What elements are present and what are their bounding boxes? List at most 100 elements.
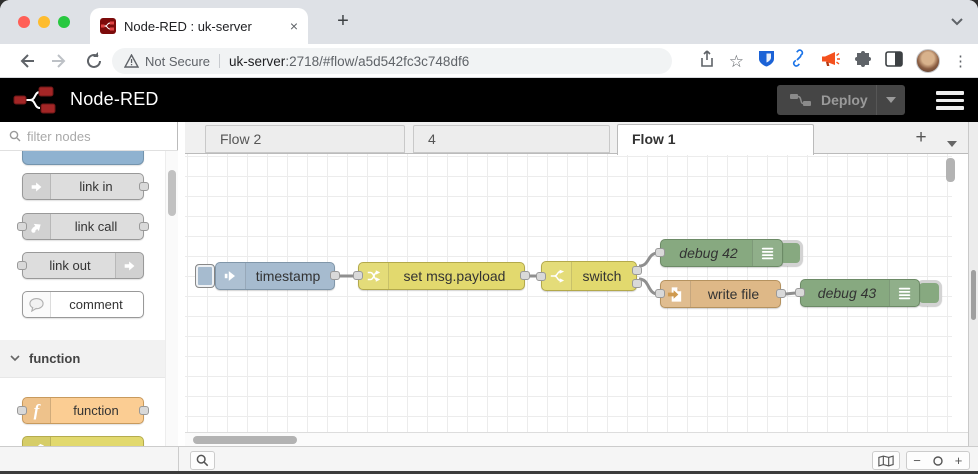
input-port[interactable] — [353, 271, 363, 280]
input-port[interactable] — [17, 222, 27, 231]
bitwarden-extension-icon[interactable] — [757, 49, 776, 73]
palette-scrollbar-thumb[interactable] — [168, 170, 176, 216]
share-icon[interactable] — [698, 49, 716, 73]
palette-category-function[interactable]: function — [0, 340, 165, 378]
new-tab-button[interactable]: + — [337, 10, 349, 32]
node-write-file[interactable]: write file — [655, 280, 786, 308]
deploy-label: Deploy — [821, 92, 868, 108]
palette-node-link-call[interactable]: link call — [17, 213, 149, 240]
workspace: Flow 2 4 Flow 1 + — [185, 122, 968, 474]
chevron-down-icon — [10, 355, 20, 362]
output-port[interactable] — [139, 222, 149, 231]
editor-main: link in link call link out — [0, 122, 978, 474]
node-change-set-msg-payload[interactable]: set msg.payload — [353, 262, 530, 290]
output-port-1[interactable] — [632, 266, 642, 275]
palette-search[interactable] — [0, 122, 178, 151]
node-switch[interactable]: switch — [536, 261, 642, 291]
address-bar[interactable]: Not Secure uk-server :2718/#flow/a5d542f… — [112, 48, 672, 74]
extensions-puzzle-icon[interactable] — [854, 50, 872, 73]
deploy-icon — [789, 92, 813, 108]
palette-scrollbar[interactable] — [165, 151, 178, 448]
output-port[interactable] — [139, 182, 149, 191]
window-zoom-button[interactable] — [58, 16, 70, 28]
palette-node-link-out[interactable]: link out — [17, 252, 144, 279]
browser-menu-icon[interactable]: ⋮ — [953, 52, 968, 70]
canvas-horizontal-scrollbar[interactable] — [185, 432, 968, 446]
inject-trigger-button[interactable] — [195, 264, 215, 288]
megaphone-extension-icon[interactable] — [821, 50, 841, 73]
palette-node-link-in[interactable]: link in — [22, 173, 149, 200]
navigator-map-button[interactable] — [872, 451, 900, 470]
output-port[interactable] — [776, 289, 786, 298]
input-port[interactable] — [795, 288, 805, 297]
profile-avatar[interactable] — [916, 49, 940, 73]
search-icon — [196, 454, 209, 467]
palette-node-function[interactable]: f function — [17, 397, 149, 424]
tab-flow-2[interactable]: Flow 2 — [205, 125, 405, 153]
vertical-scrollbar-thumb[interactable] — [946, 158, 955, 182]
input-port[interactable] — [17, 406, 27, 415]
browser-toolbar: Not Secure uk-server :2718/#flow/a5d542f… — [0, 44, 978, 78]
tab-flow-4[interactable]: 4 — [413, 125, 610, 153]
palette-node-comment[interactable]: comment — [22, 291, 144, 318]
search-icon — [9, 130, 21, 142]
debug-output-icon — [752, 240, 782, 266]
palette-splitter[interactable] — [178, 122, 185, 446]
output-port[interactable] — [330, 271, 340, 280]
node-inject-timestamp[interactable]: timestamp — [215, 262, 340, 290]
add-flow-button[interactable]: + — [915, 127, 927, 148]
not-secure-warning-icon[interactable] — [124, 54, 139, 68]
browser-tabstrip: Node-RED : uk-server × + — [0, 0, 978, 44]
window-close-button[interactable] — [18, 16, 30, 28]
footer-divider — [178, 447, 179, 474]
palette-search-input[interactable] — [27, 128, 157, 144]
palette-node-partial[interactable] — [22, 151, 144, 165]
input-port[interactable] — [536, 272, 546, 281]
map-icon — [878, 454, 894, 467]
output-port[interactable] — [520, 271, 530, 280]
input-port[interactable] — [655, 248, 665, 257]
tab-search-chevron-icon[interactable] — [950, 13, 964, 31]
node-debug-42[interactable]: debug 42 — [655, 239, 783, 267]
output-port[interactable] — [139, 406, 149, 415]
flow-tab-bar: Flow 2 4 Flow 1 + — [185, 122, 968, 155]
tab-flow-1-active[interactable]: Flow 1 — [617, 124, 814, 155]
change-icon — [359, 263, 389, 289]
reload-icon[interactable] — [84, 51, 104, 71]
file-in-icon — [661, 281, 691, 307]
deploy-button[interactable]: Deploy — [777, 85, 905, 115]
canvas-vertical-scrollbar[interactable] — [945, 156, 956, 432]
omnibox-divider — [219, 54, 221, 68]
node-debug-43[interactable]: debug 43 — [795, 279, 920, 307]
canvas-right-mask — [952, 154, 968, 432]
link-in-icon — [23, 174, 51, 199]
flow-canvas[interactable]: timestamp set msg.payload switch — [185, 154, 968, 432]
horizontal-scrollbar-thumb[interactable] — [193, 436, 297, 444]
zoom-in-button[interactable]: + — [948, 451, 970, 470]
palette-scroll-area[interactable]: link in link call link out — [0, 151, 178, 448]
tab-close-icon[interactable]: × — [289, 18, 298, 34]
split-view-icon[interactable] — [885, 50, 903, 72]
forward-icon[interactable] — [50, 51, 70, 71]
back-icon[interactable] — [16, 51, 36, 71]
flow-list-caret-icon[interactable] — [947, 134, 957, 152]
sidebar-splitter-handle[interactable] — [971, 270, 976, 320]
not-secure-label: Not Secure — [145, 53, 211, 69]
main-menu-icon[interactable] — [936, 91, 964, 114]
browser-tab[interactable]: Node-RED : uk-server × — [90, 8, 308, 44]
debug-output-icon — [889, 280, 919, 306]
node-palette: link in link call link out — [0, 122, 178, 474]
zoom-out-button[interactable]: − — [906, 451, 928, 470]
sidebar-splitter[interactable] — [968, 122, 978, 446]
bookmark-star-icon[interactable]: ☆ — [728, 51, 744, 71]
input-port[interactable] — [655, 289, 665, 298]
search-flows-button[interactable] — [190, 451, 215, 470]
link-extension-icon[interactable] — [789, 49, 808, 73]
window-minimize-button[interactable] — [38, 16, 50, 28]
url-path: :2718/#flow/a5d542fc3c748df6 — [285, 53, 470, 69]
deploy-options-caret-icon[interactable] — [876, 85, 905, 115]
output-port-2[interactable] — [632, 279, 642, 288]
input-port[interactable] — [17, 261, 27, 270]
zoom-reset-button[interactable] — [927, 451, 949, 470]
